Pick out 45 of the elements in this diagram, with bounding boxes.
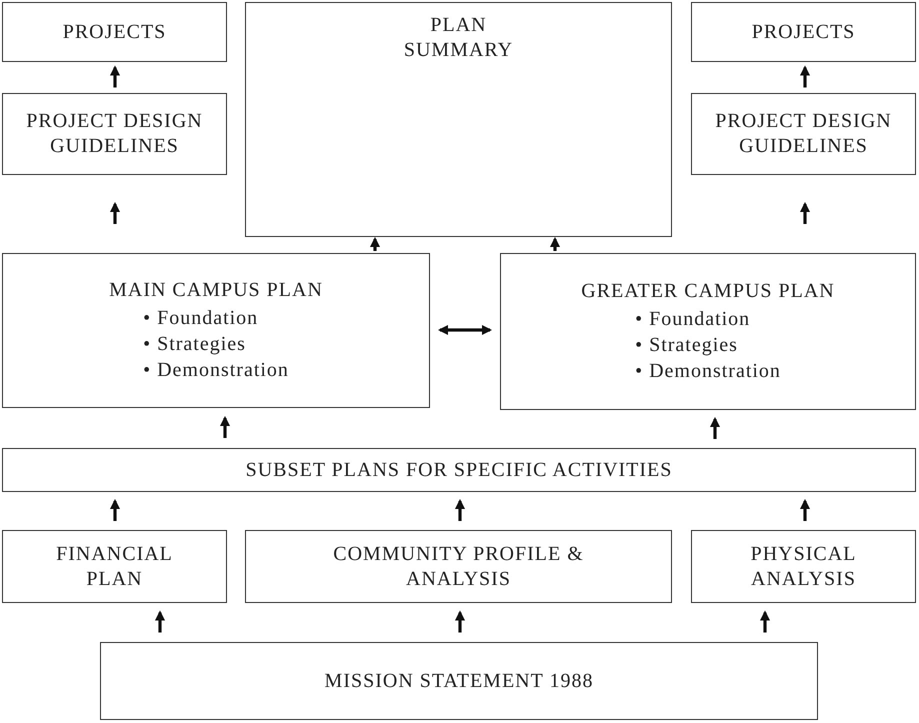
process-box <box>2 530 227 603</box>
arrow <box>370 236 380 251</box>
process-box <box>245 530 672 603</box>
arrow <box>220 416 230 438</box>
process-box <box>2 448 916 492</box>
box-label: PROJECT DESIGN GUIDELINES <box>25 109 204 159</box>
arrow <box>110 65 120 88</box>
process-box <box>100 642 818 720</box>
arrow <box>800 65 810 88</box>
process-box <box>245 2 672 237</box>
arrow <box>550 236 560 251</box>
box-heading: GREATER CAMPUS PLAN <box>580 279 836 304</box>
box-label: PROJECT DESIGN GUIDELINES <box>714 109 893 159</box>
box-heading: MAIN CAMPUS PLAN <box>108 278 324 303</box>
bullet-item: • Strategies <box>143 332 247 357</box>
box-label: SUBSET PLANS FOR SPECIFIC ACTIVITIES <box>244 458 674 482</box>
box-label: COMMUNITY PROFILE & ANALYSIS <box>332 542 585 592</box>
arrow <box>438 324 492 336</box>
bullet-item: • Foundation <box>635 307 752 332</box>
arrow <box>154 610 166 632</box>
process-box <box>691 93 916 175</box>
arrow <box>110 498 120 521</box>
box-label: PLAN SUMMARY <box>402 13 514 63</box>
box-label: PROJECTS <box>750 20 856 44</box>
arrow <box>800 498 810 521</box>
box-label: MISSION STATEMENT 1988 <box>324 668 594 694</box>
bullet-item: • Strategies <box>635 333 739 358</box>
box-label: PHYSICAL ANALYSIS <box>750 542 858 592</box>
process-box <box>500 253 916 410</box>
arrow <box>760 610 770 632</box>
bullet-item: • Foundation <box>143 306 260 331</box>
box-label: FINANCIAL PLAN <box>55 542 174 592</box>
arrow <box>110 202 120 224</box>
box-label: PROJECTS <box>62 20 168 44</box>
bullet-item: • Demonstration <box>635 359 781 384</box>
bullet-item: • Demonstration <box>143 358 289 383</box>
arrow <box>454 610 466 632</box>
process-box <box>2 93 227 175</box>
process-box <box>691 2 916 62</box>
process-box <box>2 2 227 62</box>
arrow <box>454 498 466 521</box>
arrow <box>710 416 720 439</box>
process-box <box>691 530 916 603</box>
arrow <box>800 202 810 224</box>
process-box <box>2 253 430 408</box>
